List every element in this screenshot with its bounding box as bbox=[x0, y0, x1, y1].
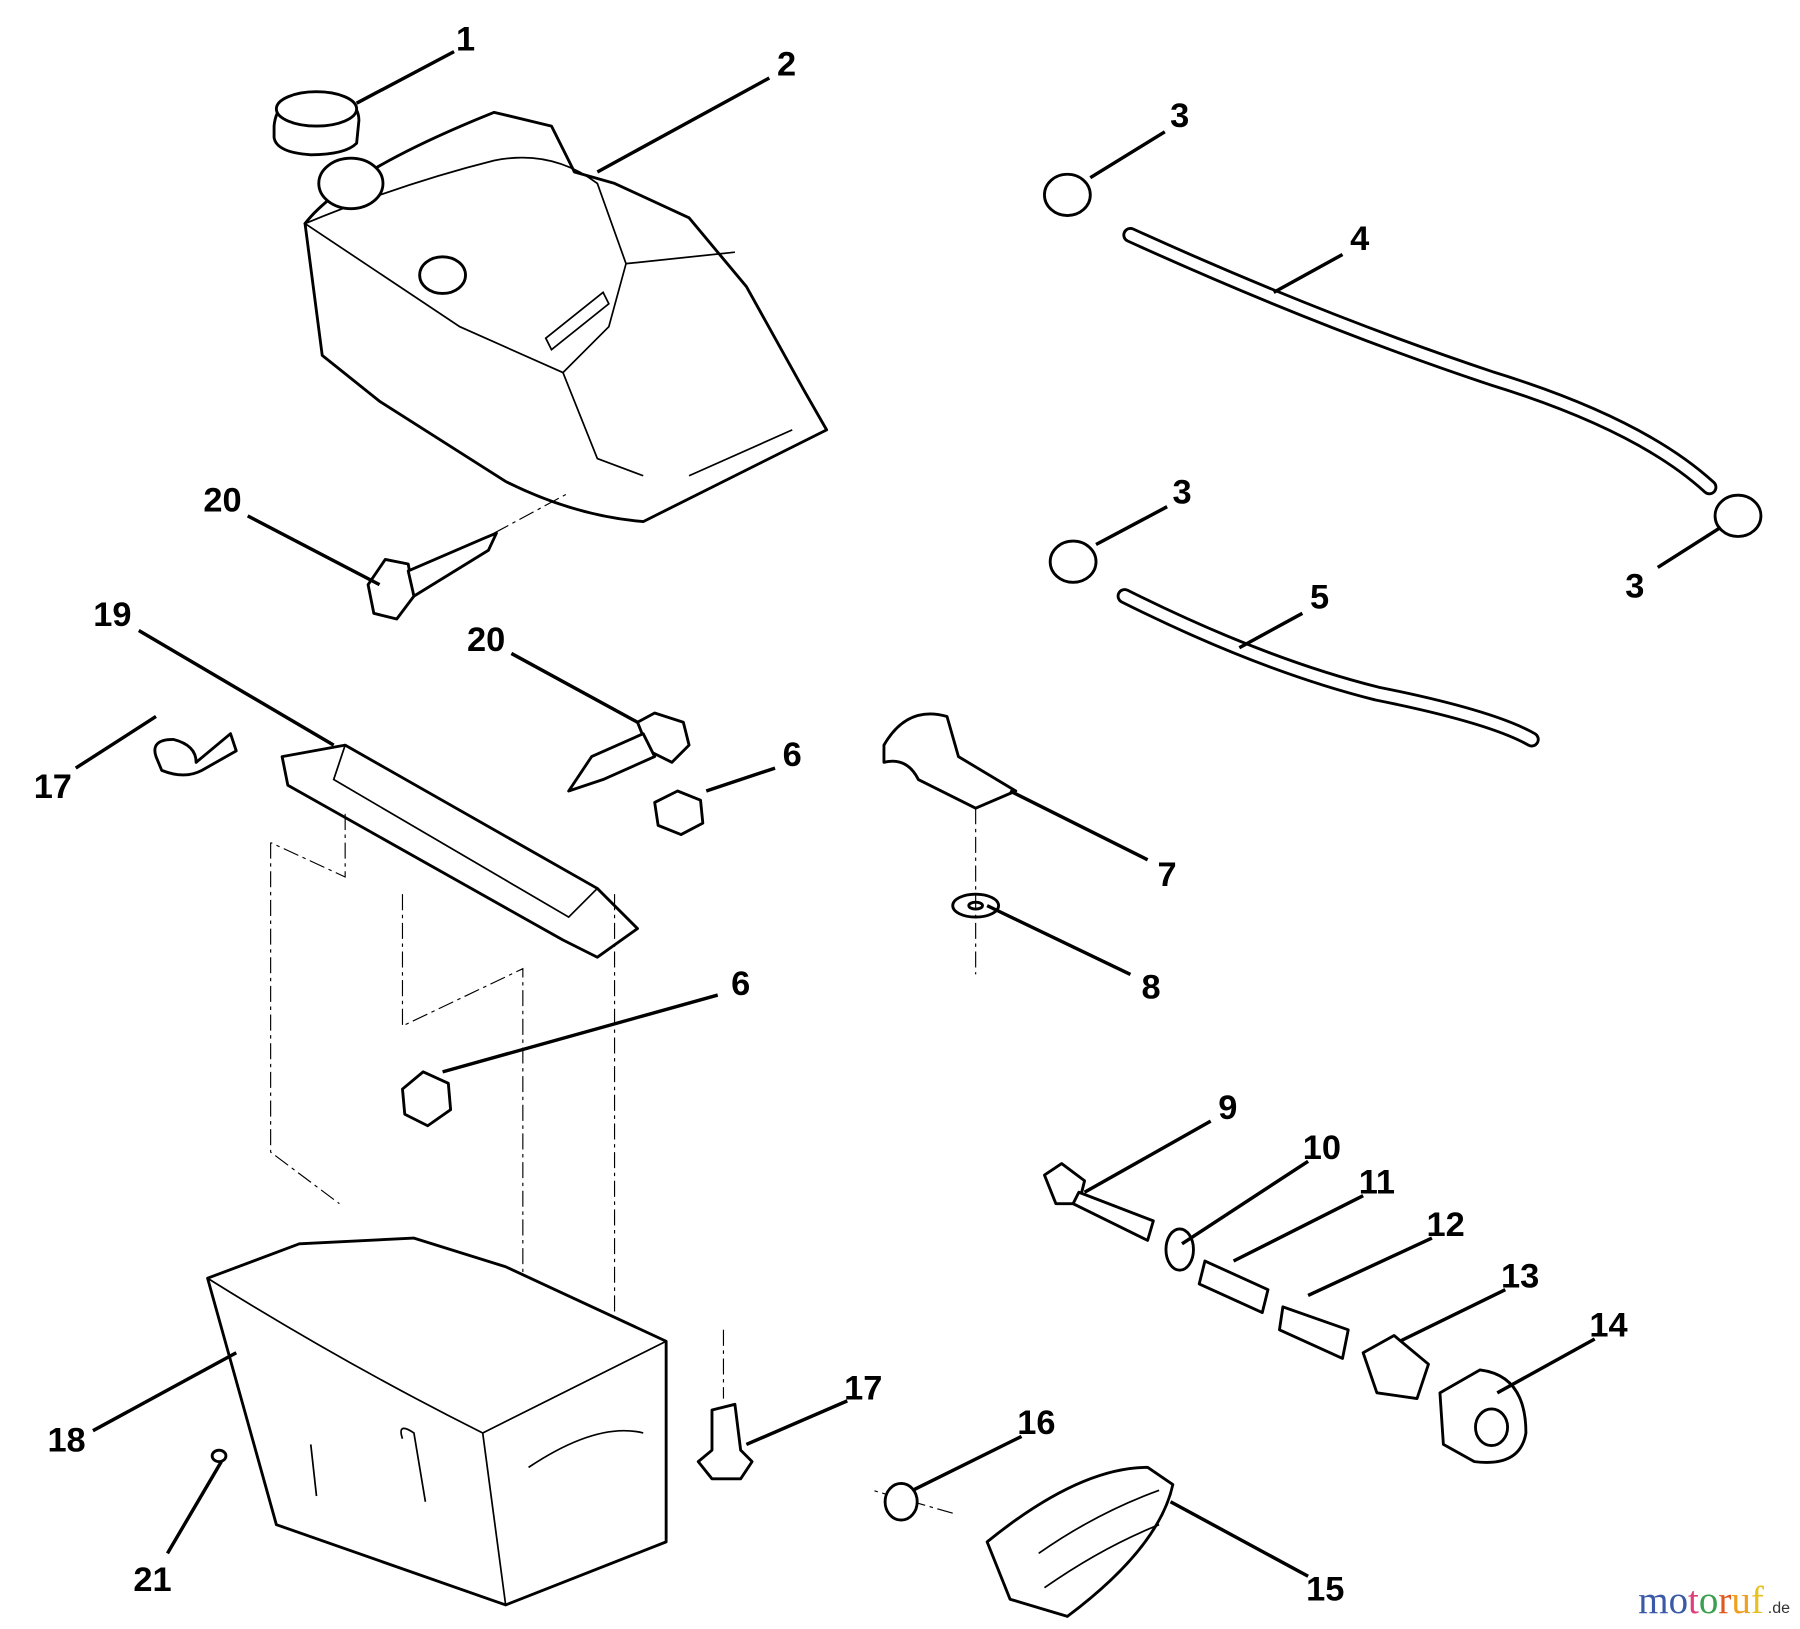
nuts bbox=[401, 789, 705, 1128]
dash-panel bbox=[206, 1236, 668, 1607]
callout-3: 3 bbox=[1625, 567, 1644, 605]
svg-text:motoruf: motoruf bbox=[1638, 1579, 1764, 1622]
callout-4: 4 bbox=[1350, 220, 1369, 258]
wm-letter: o bbox=[1699, 1579, 1718, 1622]
callout-20: 20 bbox=[467, 621, 505, 659]
callout-17: 17 bbox=[34, 768, 72, 806]
callout-13: 13 bbox=[1501, 1257, 1539, 1295]
callout-5: 5 bbox=[1310, 579, 1329, 617]
callout-2: 2 bbox=[777, 46, 796, 84]
hose-clamps bbox=[1043, 172, 1763, 584]
callout-19: 19 bbox=[93, 596, 131, 634]
callout-9: 9 bbox=[1218, 1089, 1237, 1127]
callout-18: 18 bbox=[47, 1421, 85, 1459]
wm-letter: f bbox=[1751, 1579, 1764, 1622]
fuel-hoses bbox=[1116, 226, 1718, 748]
screws bbox=[366, 531, 691, 793]
tank-bracket bbox=[153, 732, 639, 959]
callout-21: 21 bbox=[133, 1561, 171, 1599]
callout-12: 12 bbox=[1427, 1206, 1465, 1244]
assembly-lines bbox=[270, 492, 977, 1514]
fuel-cap bbox=[272, 90, 361, 157]
callout-14: 14 bbox=[1589, 1307, 1627, 1345]
callout-1: 1 bbox=[456, 20, 475, 58]
wm-letter: u bbox=[1731, 1579, 1750, 1622]
callout-15: 15 bbox=[1306, 1570, 1344, 1608]
callout-labels: 1 2 3 4 3 3 5 20 19 20 17 6 7 8 6 9 10 1… bbox=[34, 20, 1645, 1608]
callout-6: 6 bbox=[731, 965, 750, 1003]
wm-suffix: .de bbox=[1768, 1599, 1790, 1617]
wm-letter: o bbox=[1669, 1579, 1688, 1622]
motoruf-watermark: motoruf .de bbox=[1638, 1579, 1790, 1622]
leader-lines bbox=[74, 50, 1722, 1578]
callout-8: 8 bbox=[1141, 968, 1160, 1006]
fuel-tank bbox=[303, 110, 829, 524]
callout-16: 16 bbox=[1017, 1404, 1055, 1442]
wm-letter: t bbox=[1688, 1579, 1699, 1622]
callout-17: 17 bbox=[844, 1370, 882, 1408]
callout-11: 11 bbox=[1359, 1163, 1395, 1201]
height-indicator bbox=[883, 1465, 1175, 1618]
wm-letter: r bbox=[1718, 1579, 1731, 1622]
callout-6: 6 bbox=[783, 736, 802, 774]
bolt bbox=[696, 1402, 754, 1481]
callout-3: 3 bbox=[1170, 97, 1189, 135]
callout-3: 3 bbox=[1172, 473, 1191, 511]
callout-10: 10 bbox=[1303, 1129, 1341, 1167]
callout-7: 7 bbox=[1158, 856, 1177, 894]
hose-clip bbox=[882, 712, 1018, 919]
wm-letter: m bbox=[1638, 1579, 1668, 1622]
height-adjust-parts bbox=[1043, 1162, 1528, 1464]
callout-20: 20 bbox=[203, 481, 241, 519]
